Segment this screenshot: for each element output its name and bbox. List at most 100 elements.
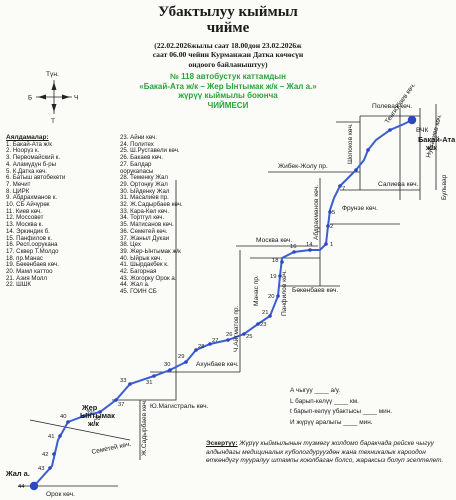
jal-village-label: Жал а. bbox=[5, 469, 30, 478]
stop-list-item: 45. ГОИН СБ bbox=[120, 288, 157, 296]
stop-list-item: 36. Семетей көч. bbox=[120, 227, 168, 235]
stop-list-item: 29. Ортоңку Жал bbox=[120, 180, 168, 188]
compass-rose-icon: Түн. Ч Б Т bbox=[28, 71, 78, 125]
stop-marker-38[interactable] bbox=[98, 410, 102, 414]
stop-list-item: 32. Ж.Садырбаев көч. bbox=[120, 201, 183, 209]
stop-list-item: 44. Жал а. bbox=[120, 281, 150, 289]
stop-marker-23[interactable] bbox=[256, 322, 260, 326]
stop-number-10: 2 bbox=[330, 224, 333, 230]
stop-marker-14[interactable] bbox=[308, 248, 312, 252]
stop-marker-9[interactable] bbox=[328, 210, 332, 214]
stop-marker-31[interactable] bbox=[152, 374, 156, 378]
stop-number-7: 7 bbox=[342, 186, 345, 192]
stop-list-item: 3. Первомайский к. bbox=[6, 154, 61, 162]
route-parameters-legend: А чыгуу ____ а/у. L барып-келүү ____ км.… bbox=[290, 386, 450, 428]
stop-number-29: 29 bbox=[178, 354, 184, 360]
akhunbaev-street-label: Ахунбаев көч. bbox=[196, 360, 239, 368]
stop-marker-33[interactable] bbox=[128, 382, 132, 386]
stop-marker-1[interactable] bbox=[407, 115, 417, 125]
stop-list-item: 15. Панфилов к. bbox=[6, 234, 53, 242]
title-line-2: чиймe bbox=[206, 20, 250, 36]
stop-marker-12[interactable] bbox=[324, 242, 328, 246]
semetey-street-label: Семетей көч. bbox=[91, 440, 132, 456]
stop-list-item: 16. Респ.оорукана bbox=[6, 241, 58, 249]
stop-number-40: 40 bbox=[60, 414, 66, 420]
stop-list-item: 21. Азия Молл bbox=[6, 274, 47, 282]
stop-marker-40[interactable] bbox=[66, 420, 70, 424]
stop-marker-41[interactable] bbox=[58, 434, 62, 438]
stop-number-16: 16 bbox=[290, 244, 296, 250]
stop-list-item: 27. Балдар bbox=[120, 160, 152, 168]
compass-west-label: Б bbox=[28, 95, 32, 102]
stop-marker-26[interactable] bbox=[226, 338, 230, 342]
stop-marker-19[interactable] bbox=[278, 274, 282, 278]
footnote: Эскертүү: Жүрүү кыймылынын түзмөгү жолдо… bbox=[206, 440, 446, 466]
page-title: Убактылуу кыймыл чиймe bbox=[0, 4, 456, 36]
stop-marker-44[interactable] bbox=[29, 481, 39, 491]
stop-marker-10[interactable] bbox=[326, 224, 330, 228]
panfilov-street-label: Панфилов көч. bbox=[281, 270, 288, 316]
manas-avenue-label: Манас пр. bbox=[253, 275, 260, 306]
stop-list-item: 19. Бөкөнбаев көч. bbox=[6, 261, 59, 269]
stop-list-item: 12. Моссовет bbox=[6, 214, 44, 222]
stop-marker-20[interactable] bbox=[276, 294, 280, 298]
route-line-4: ЧИЙМЕСИ bbox=[207, 100, 249, 110]
stop-list-item: 41. Шырдакбек к. bbox=[120, 261, 169, 269]
stop-list-item: 1. Бакай-Ата ж/к bbox=[6, 140, 52, 148]
stop-list-item: 35. Матисанов көч. bbox=[120, 221, 174, 229]
stop-marker-30[interactable] bbox=[168, 368, 172, 372]
bakai-ata-label-2: ж/к bbox=[425, 143, 437, 152]
stop-number-38: 38 bbox=[94, 416, 100, 422]
legend-round-trip-length: L барып-келүү ____ км. bbox=[290, 397, 359, 405]
stop-list-item: 14. Эркиндик б. bbox=[6, 227, 50, 235]
stop-marker-27[interactable] bbox=[208, 342, 212, 346]
stop-marker-21[interactable] bbox=[268, 314, 272, 318]
stop-number-21: 21 bbox=[262, 310, 268, 316]
stop-marker-5[interactable] bbox=[354, 168, 358, 172]
stop-marker-42[interactable] bbox=[52, 452, 56, 456]
stop-list-item: 20. Мамл каттоо bbox=[6, 268, 53, 276]
stop-number-37: 37 bbox=[118, 402, 124, 408]
stop-marker-29[interactable] bbox=[184, 360, 188, 364]
stop-list-item: 34. Тортгул көч. bbox=[120, 214, 165, 222]
stop-marker-16[interactable] bbox=[292, 250, 296, 254]
stop-marker-4[interactable] bbox=[366, 148, 370, 152]
stop-list-item: 10. СБ Айчүрөк bbox=[6, 201, 50, 209]
route-line-3: жүрүү кыймылы боюнча bbox=[178, 91, 278, 101]
stop-number-41: 41 bbox=[48, 434, 54, 440]
stop-marker-43[interactable] bbox=[48, 466, 52, 470]
period-line-1: (22.02.2026жылы саат 18.00дон 23.02.2026… bbox=[154, 41, 302, 50]
stop-marker-28[interactable] bbox=[194, 348, 198, 352]
bokonbaev-street-label: Бөкөнбаев көч. bbox=[292, 286, 338, 294]
vok-label: ВЧК bbox=[416, 127, 428, 134]
legend-round-trip-time: t барып-келүү убактысы ____ мин. bbox=[290, 408, 393, 416]
stop-marker-18[interactable] bbox=[280, 260, 284, 264]
stop-list-item: 8. ЦИРК bbox=[6, 187, 30, 195]
sadyrbaev-street-label: Ж.Садырбаев көч. bbox=[140, 399, 148, 456]
compass-south-label: Т bbox=[51, 118, 55, 125]
stop-number-9: 5 bbox=[332, 210, 335, 216]
route-line-2: «Бакай-Ата ж/к – Жер Ынтымак ж/к – Жал а… bbox=[139, 81, 317, 91]
stop-marker-25[interactable] bbox=[242, 332, 246, 336]
street-lines bbox=[18, 104, 437, 487]
bakai-ata-label-1: Бакай-Ата bbox=[418, 135, 456, 144]
stop-marker-37[interactable] bbox=[114, 398, 118, 402]
frunze-street-label: Фрунзе көч. bbox=[342, 205, 378, 212]
stop-marker-7[interactable] bbox=[338, 184, 342, 188]
stop-number-19: 19 bbox=[270, 274, 276, 280]
stop-number-20: 20 bbox=[268, 294, 274, 300]
stop-number-30: 30 bbox=[164, 362, 170, 368]
stop-marker-39[interactable] bbox=[82, 414, 86, 418]
stop-marker-2[interactable] bbox=[388, 128, 392, 132]
stop-list-item: оорукanасы bbox=[120, 167, 154, 175]
stop-list-item: 39. Жер-Ынтымак ж/к bbox=[120, 247, 181, 255]
stop-number-26: 26 bbox=[226, 332, 232, 338]
stop-number-18: 18 bbox=[272, 258, 278, 264]
stop-list-item: 28. Теменку Жал bbox=[120, 174, 168, 182]
route-map: 44 43 42 41 40 39 38 37 33 31 30 29 28 bbox=[5, 81, 456, 498]
bulvar-label: Бульвар bbox=[441, 174, 448, 200]
footnote-label: Эскертүү: bbox=[206, 440, 238, 447]
stop-number-25: 25 bbox=[246, 334, 252, 340]
